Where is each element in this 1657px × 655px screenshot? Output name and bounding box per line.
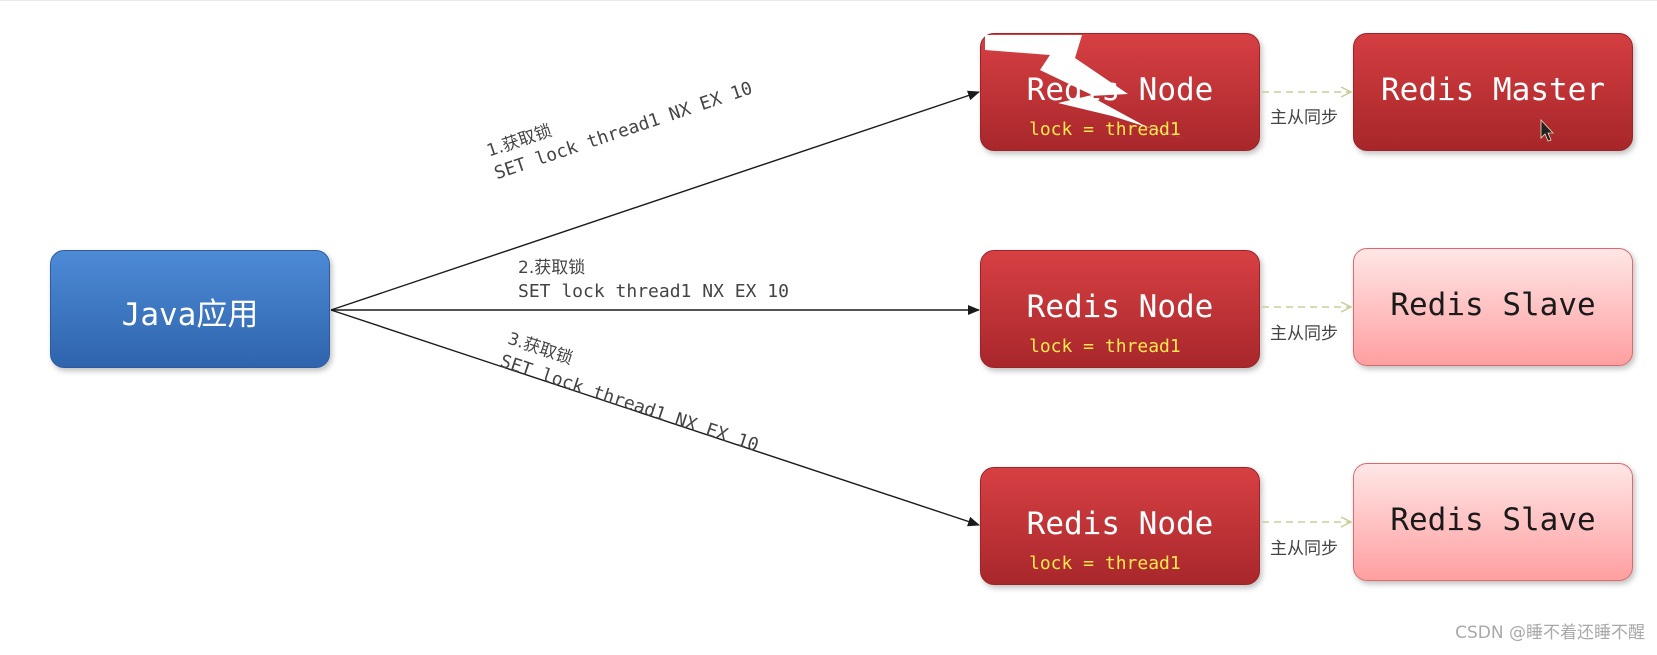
redis-node-3-lock: lock = thread1 <box>1029 553 1181 574</box>
redis-slave-1-title: Redis Slave <box>1390 287 1596 323</box>
redis-slave-node-1: Redis Slave <box>1353 248 1633 366</box>
edge-label-1: 1.获取锁 SET lock thread1 NX EX 10 <box>484 54 756 186</box>
redis-node-3: Redis Node lock = thread1 <box>980 467 1260 585</box>
redis-node-2-lock: lock = thread1 <box>1029 336 1181 357</box>
watermark: CSDN @睡不着还睡不醒 <box>1455 623 1645 643</box>
sync-label-1: 主从同步 <box>1270 108 1338 128</box>
redis-node-1-lock: lock = thread1 <box>1029 119 1181 140</box>
edge-label-2: 2.获取锁 SET lock thread1 NX EX 10 <box>518 256 789 304</box>
redis-node-1-title: Redis Node <box>1026 72 1214 108</box>
sync-label-3: 主从同步 <box>1270 539 1338 559</box>
redis-master-title: Redis Master <box>1381 72 1605 108</box>
redis-node-1: Redis Node lock = thread1 <box>980 33 1260 151</box>
java-app-label: Java应用 <box>121 297 259 333</box>
sync-label-2: 主从同步 <box>1270 324 1338 344</box>
redis-node-3-title: Redis Node <box>1026 506 1214 542</box>
redis-node-2-title: Redis Node <box>1026 289 1214 325</box>
edge-label-3: 3.获取锁 SET lock thread1 NX EX 10 <box>497 327 769 458</box>
top-border <box>0 0 1657 1</box>
redis-master-node: Redis Master <box>1353 33 1633 151</box>
java-app-node: Java应用 <box>50 250 330 368</box>
edge-label-2-step: 2.获取锁 <box>518 258 586 278</box>
redis-slave-node-2: Redis Slave <box>1353 463 1633 581</box>
redis-node-2: Redis Node lock = thread1 <box>980 250 1260 368</box>
redis-slave-2-title: Redis Slave <box>1390 502 1596 538</box>
edge-label-2-command: SET lock thread1 NX EX 10 <box>518 281 789 302</box>
